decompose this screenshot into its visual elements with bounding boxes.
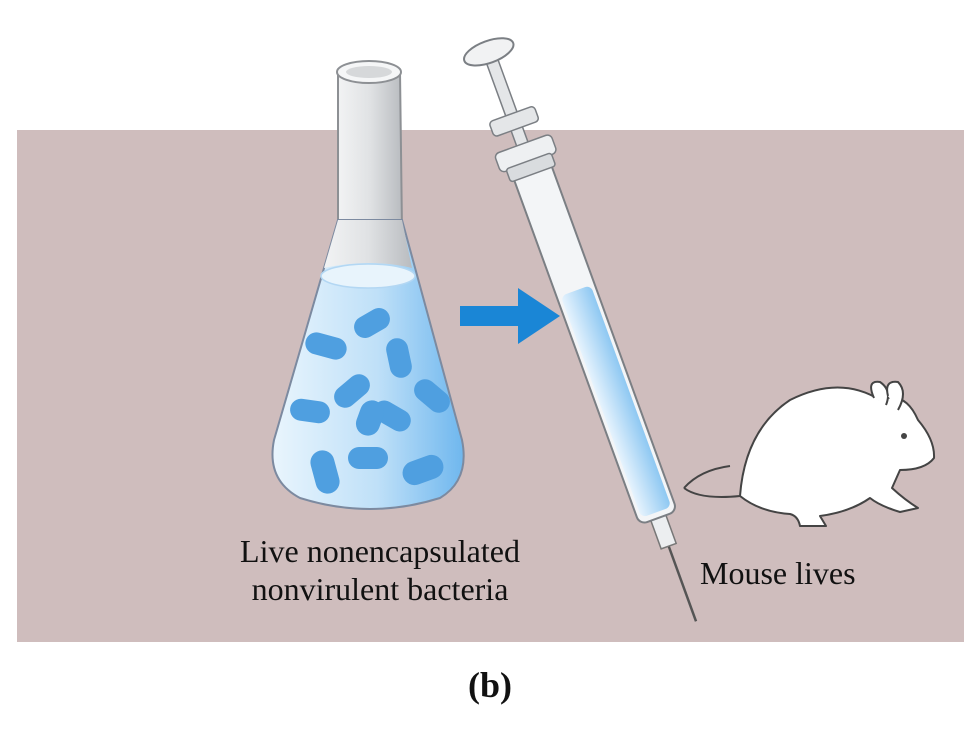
flask-caption-line1: Live nonencapsulated	[240, 533, 520, 569]
syringe-icon	[463, 37, 698, 622]
background-panel	[17, 130, 964, 642]
flask-caption: Live nonencapsulated nonvirulent bacteri…	[180, 532, 580, 608]
mouse-caption: Mouse lives	[700, 555, 856, 591]
panel-label: (b)	[468, 665, 512, 705]
bacteria-icon	[290, 308, 450, 494]
flask-icon	[271, 60, 465, 510]
arrow-right-icon	[460, 288, 560, 344]
flask-caption-line2: nonvirulent bacteria	[251, 571, 509, 607]
mouse-icon	[683, 380, 936, 527]
